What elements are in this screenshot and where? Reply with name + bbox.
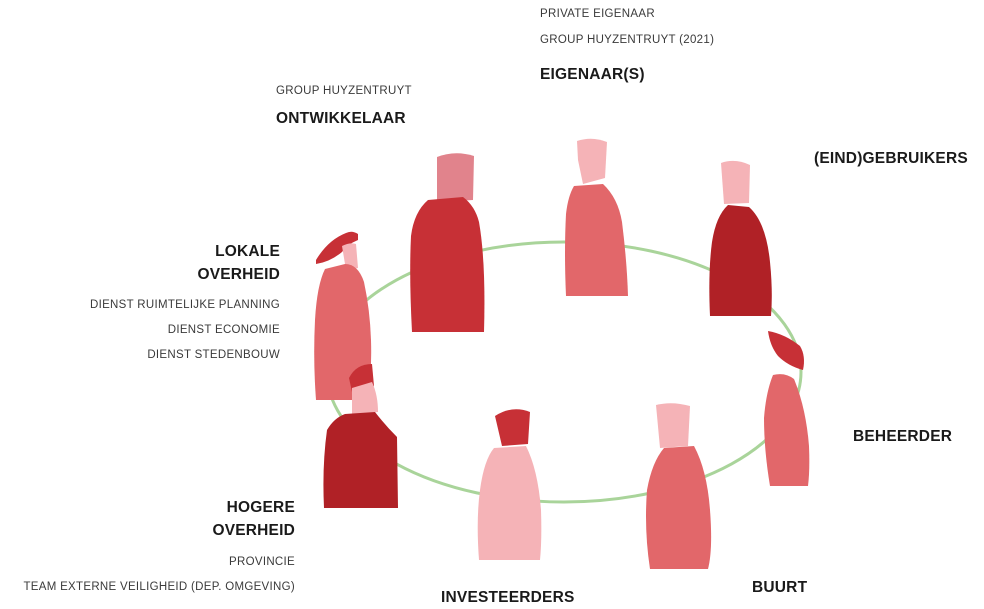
figure-gebruiker: [709, 160, 772, 316]
lokale-overheid-detail-3: DIENST STEDENBOUW: [147, 349, 280, 361]
figure-eigenaar: [565, 138, 628, 296]
buurt-title: BUURT: [752, 579, 808, 596]
ontwikkelaar-title: ONTWIKKELAAR: [276, 110, 406, 127]
ontwikkelaar-detail-1: GROUP HUYZENTRUYT: [276, 85, 412, 97]
hogere-overheid-detail-1: PROVINCIE: [229, 556, 295, 568]
lokale-overheid-detail-2: DIENST ECONOMIE: [167, 324, 280, 336]
figure-lokale-overheid: [314, 231, 372, 400]
lokale-overheid-detail-1: DIENST RUIMTELIJKE PLANNING: [89, 299, 280, 311]
lokale-overheid-title-2: OVERHEID: [197, 266, 280, 283]
eigenaars-title: EIGENAAR(S): [540, 66, 645, 83]
hogere-overheid-title-1: HOGERE: [226, 499, 295, 516]
gebruikers-title: (EIND)GEBRUIKERS: [814, 150, 968, 167]
beheerder-title: BEHEERDER: [853, 428, 953, 445]
figure-investeerder: [477, 409, 542, 560]
investeerders-title: INVESTEERDERS: [441, 589, 575, 606]
figure-beheerder: [764, 331, 810, 486]
hogere-overheid-detail-2: TEAM EXTERNE VEILIGHEID (DEP. OMGEVING): [23, 581, 295, 593]
figure-hogere-overheid: [323, 364, 398, 508]
figure-buurt: [646, 403, 712, 569]
eigenaars-detail-2: GROUP HUYZENTRUYT (2021): [540, 34, 715, 46]
eigenaars-detail-1: PRIVATE EIGENAAR: [540, 8, 655, 20]
lokale-overheid-title-1: LOKALE: [215, 243, 280, 260]
hogere-overheid-title-2: OVERHEID: [212, 522, 295, 539]
figure-ontwikkelaar: [410, 153, 485, 332]
